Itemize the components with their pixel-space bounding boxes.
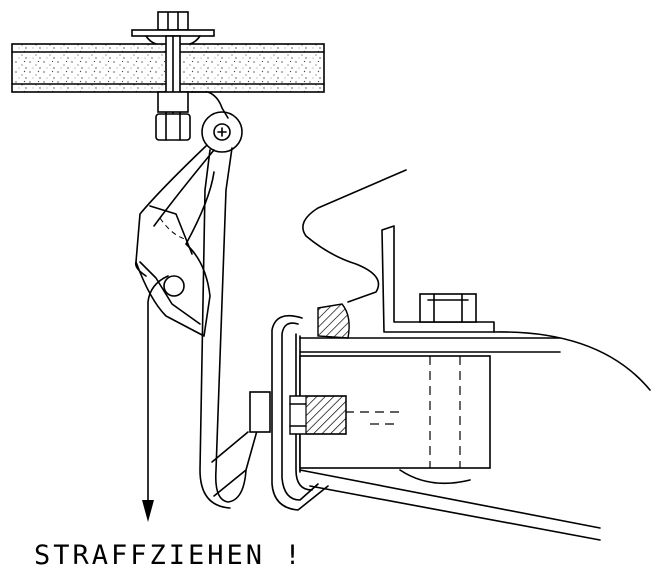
- angle-bracket: [381, 225, 495, 333]
- clamp-screw: [249, 391, 347, 435]
- tension-cam: [134, 145, 215, 337]
- mounting-bolt: [131, 11, 215, 141]
- pull-strap-arrow: [142, 275, 169, 522]
- lever-strap: [199, 147, 261, 509]
- hanger-bracket: [189, 91, 243, 153]
- rubber-buffer: [317, 303, 350, 339]
- deflector-flap: [302, 169, 407, 303]
- instruction-caption: STRAFFZIEHEN !: [34, 540, 304, 571]
- door-body: [299, 331, 651, 541]
